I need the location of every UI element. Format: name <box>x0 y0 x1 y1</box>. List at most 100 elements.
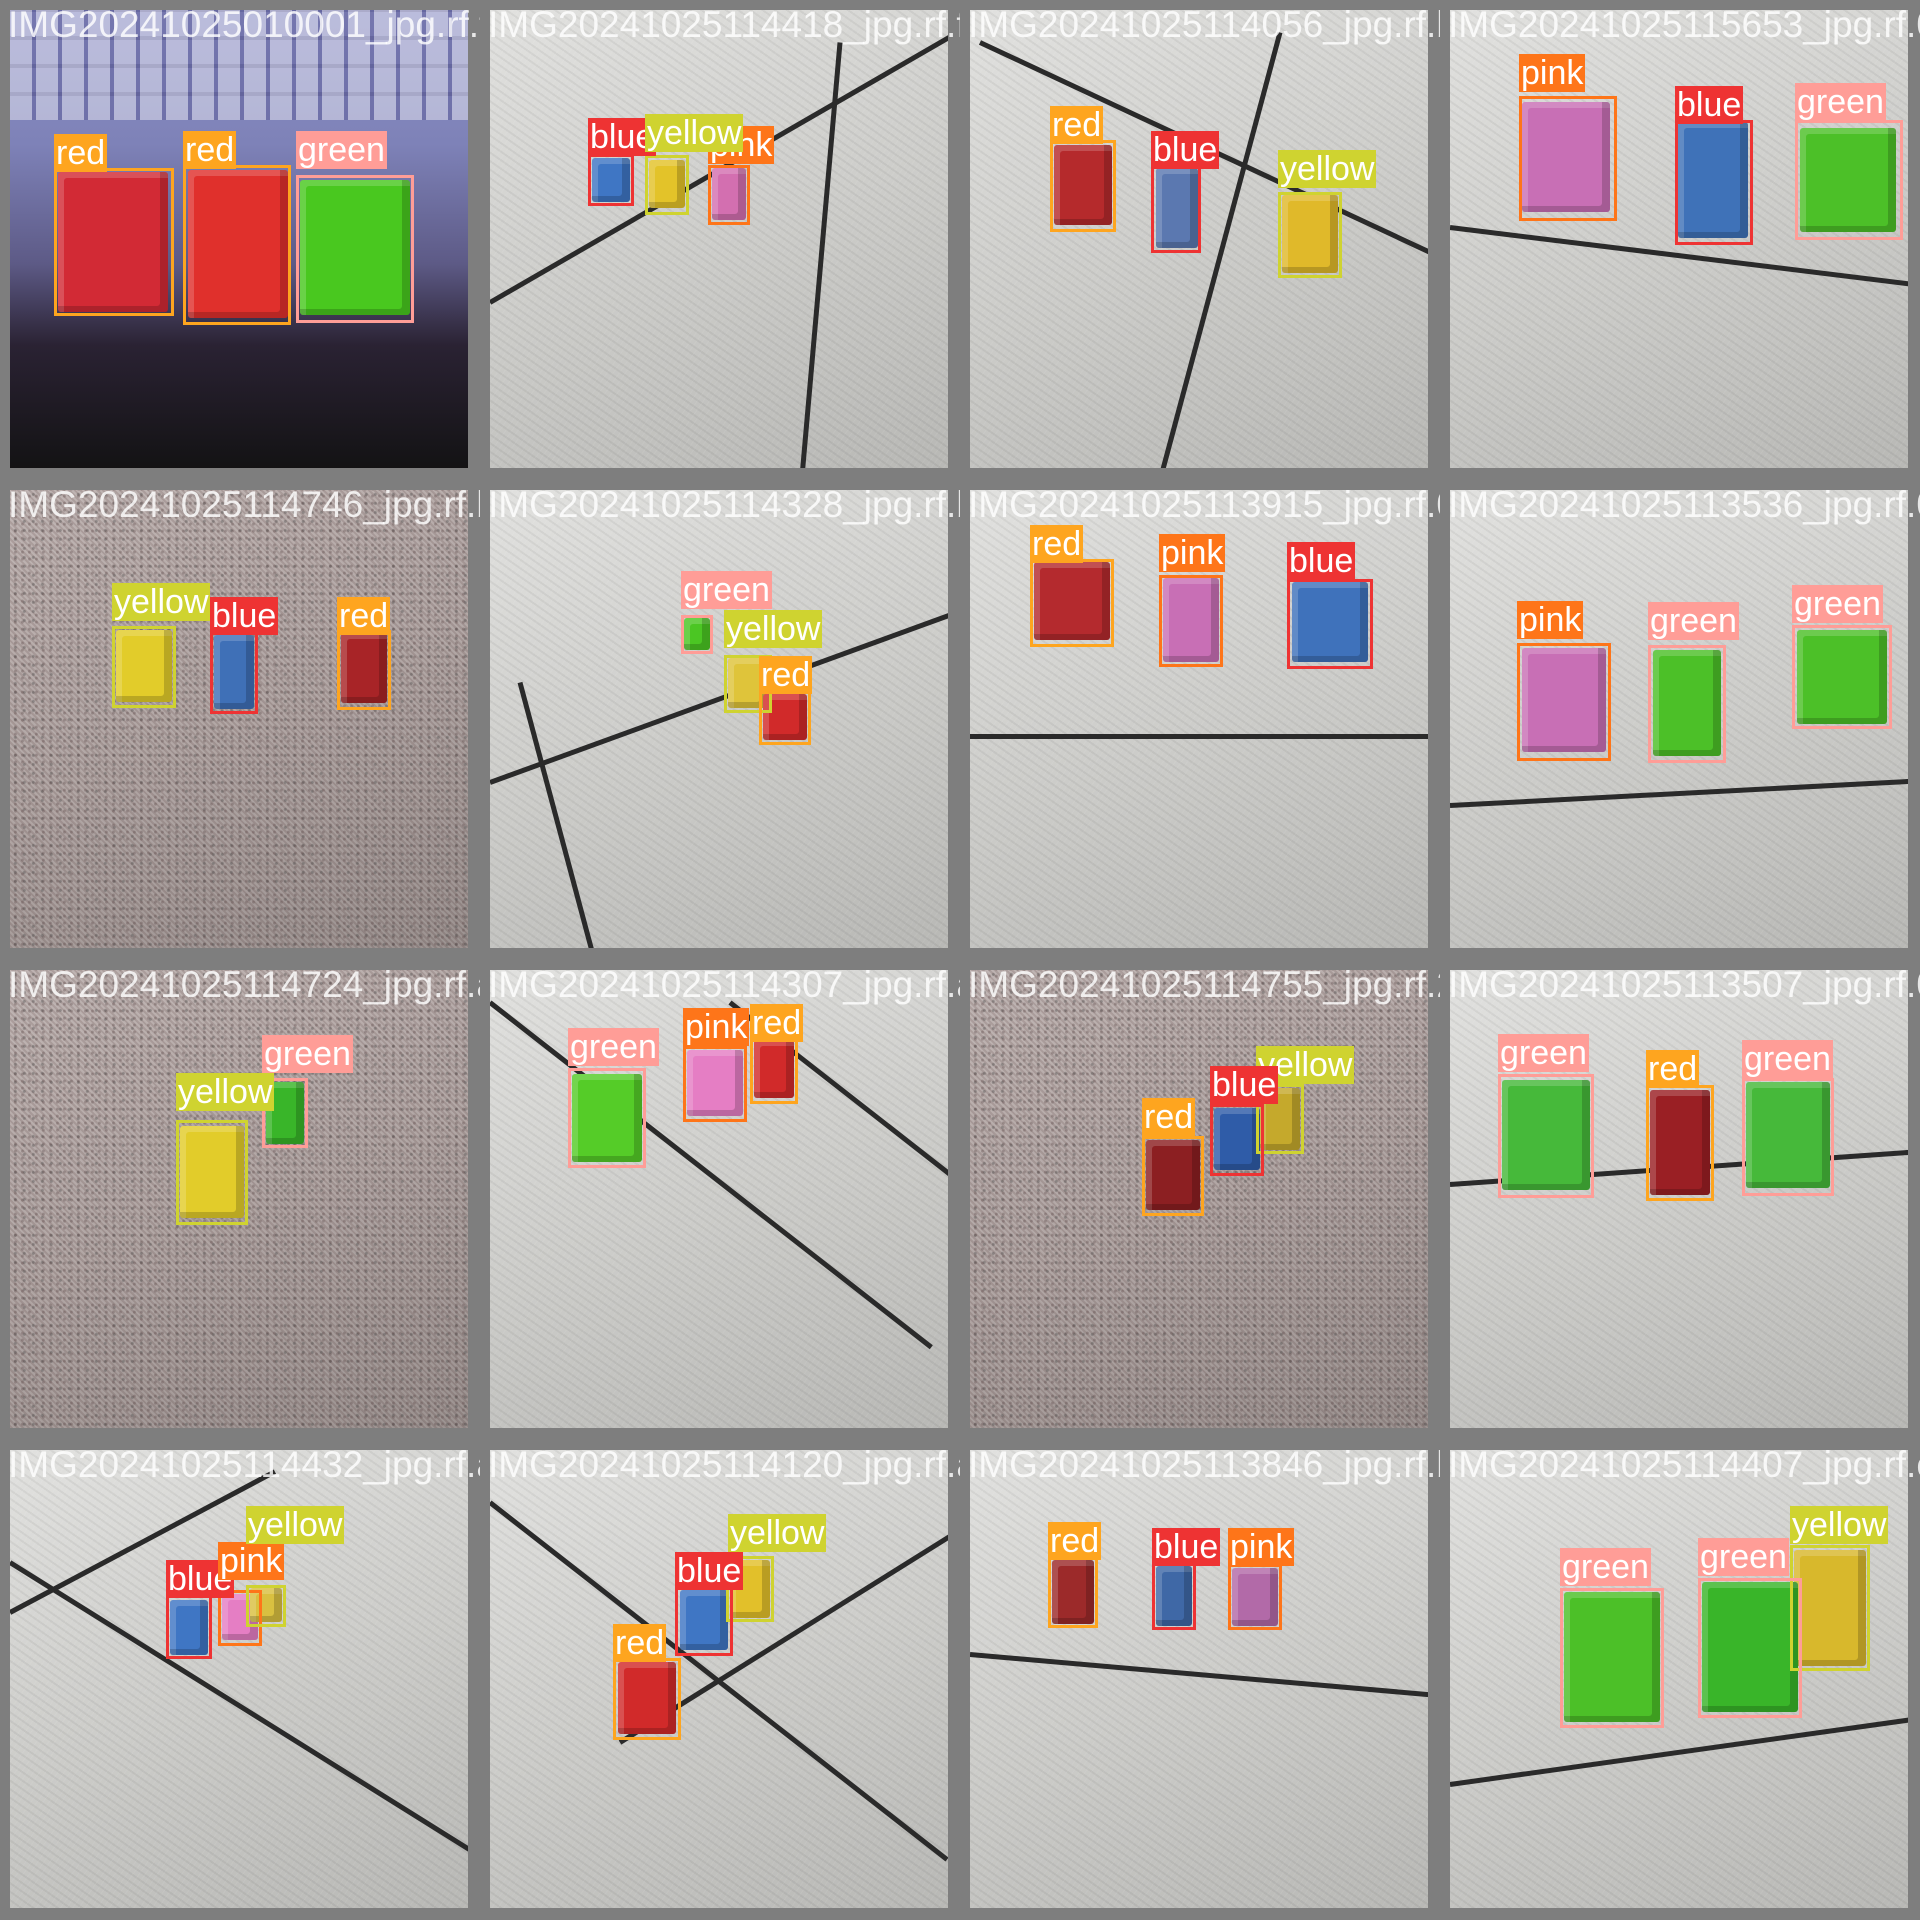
bbox-label: blue <box>1210 1066 1279 1104</box>
cube-blue <box>214 635 254 709</box>
image-filename: IMG20241025114056_jpg.rf.b5c4023e4c2a1d0 <box>968 4 1440 45</box>
bbox-label: blue <box>1675 86 1744 124</box>
image-filename: IMG20241025113507_jpg.rf.07e2081a0c5f4c3 <box>1448 964 1920 1005</box>
bbox <box>210 630 258 714</box>
image-filename: IMG20241025010001_jpg.rf.f09f5d702f39250 <box>8 4 480 45</box>
bbox <box>1210 1104 1264 1176</box>
mosaic-tile: blue pink yellow IMG20241025114418_jpg.r… <box>480 0 960 480</box>
mosaic-tile: red blue yellow IMG20241025114056_jpg.rf… <box>960 0 1440 480</box>
bbox-label: blue <box>210 597 279 635</box>
bbox <box>568 1068 646 1168</box>
bbox <box>1675 120 1753 245</box>
bbox-label: green <box>1792 585 1883 623</box>
bbox <box>759 690 811 745</box>
image-filename: IMG20241025115653_jpg.rf.04902819d5d36 <box>1448 4 1920 45</box>
mosaic-tile: blue pink yellow IMG20241025114432_jpg.r… <box>0 1440 480 1920</box>
image-filename: IMG20241025114746_jpg.rf.b5c4023e4c2a1d0 <box>8 484 480 525</box>
bbox <box>183 165 291 325</box>
bbox-label: blue <box>675 1552 744 1590</box>
bbox <box>645 155 689 215</box>
bbox <box>112 626 176 708</box>
cube-yellow <box>1282 195 1338 273</box>
image-filename: IMG20241025114432_jpg.rf.a26192d1b2c5e1f <box>8 1444 480 1485</box>
photo-background <box>960 1440 1440 1920</box>
bbox-label: green <box>1648 602 1739 640</box>
bbox <box>683 1046 747 1122</box>
bbox <box>1048 1556 1098 1628</box>
image-filename: IMG20241025114328_jpg.rf.b56e29d5f82a12d <box>488 484 960 525</box>
cube-pink <box>1522 102 1610 212</box>
bbox <box>262 1078 308 1148</box>
bbox <box>1278 192 1342 278</box>
cube-pink <box>712 168 746 220</box>
cube-green <box>684 618 710 650</box>
photo-background <box>0 1440 480 1920</box>
bbox-label: red <box>54 134 108 172</box>
bbox <box>337 630 391 710</box>
cube-red <box>1650 1090 1710 1195</box>
bbox-label: green <box>1795 83 1886 121</box>
bbox-label: yellow <box>724 610 823 648</box>
bbox-label: green <box>262 1035 353 1073</box>
bbox-label: red <box>1646 1050 1700 1088</box>
image-filename: IMG20241025114724_jpg.rf.a0e692f437c5210… <box>8 964 480 1005</box>
mosaic-tile: red red green IMG20241025010001_jpg.rf.f… <box>0 0 480 480</box>
bbox-label: yellow <box>112 583 211 621</box>
bbox-label: red <box>613 1624 667 1662</box>
bbox-label: green <box>296 131 387 169</box>
mosaic-tile: green yellow IMG20241025114724_jpg.rf.a0… <box>0 960 480 1440</box>
mosaic-tile: red blue pink IMG20241025113846_jpg.rf.b… <box>960 1440 1440 1920</box>
bbox <box>708 165 750 225</box>
cube-yellow <box>1794 1550 1866 1666</box>
cube-green <box>1797 630 1887 724</box>
cube-blue <box>170 1600 208 1655</box>
image-filename: IMG20241025113536_jpg.rf.0c60261d8e4a326 <box>1448 484 1920 525</box>
mosaic-tile: pink green green IMG20241025113536_jpg.r… <box>1440 480 1920 960</box>
cube-green <box>1502 1080 1590 1190</box>
image-filename: IMG20241025114407_jpg.rf.c75288d9255f6 <box>1448 1444 1920 1485</box>
bbox <box>681 615 713 654</box>
bbox-label: pink <box>1228 1528 1295 1566</box>
bbox <box>1698 1578 1802 1718</box>
keyboard-image <box>10 10 470 120</box>
bbox <box>1256 1084 1304 1154</box>
mosaic-tile: pink blue green IMG20241025115653_jpg.rf… <box>1440 0 1920 480</box>
bbox <box>1159 575 1223 667</box>
bbox-label: green <box>568 1028 659 1066</box>
mosaic-tile: green red green IMG20241025113507_jpg.rf… <box>1440 960 1920 1440</box>
cube-red <box>618 1662 676 1734</box>
bbox <box>1152 1562 1196 1630</box>
cube-green <box>1800 128 1896 232</box>
mosaic-tile: red pink blue IMG20241025113915_jpg.rf.0… <box>960 480 1440 960</box>
mosaic-tile: yellow blue red IMG20241025114755_jpg.rf… <box>960 960 1440 1440</box>
cube-green <box>1746 1082 1830 1188</box>
bbox-label: pink <box>683 1008 750 1046</box>
image-filename: IMG20241025114755_jpg.rf.25a2e7a0ca5777e <box>968 964 1440 1005</box>
bbox <box>1560 1588 1664 1728</box>
bbox-label: pink <box>1159 534 1226 572</box>
bbox-label: red <box>1030 525 1084 563</box>
bbox-label: yellow <box>645 114 744 152</box>
cube-red <box>754 1040 794 1098</box>
bbox <box>588 154 634 206</box>
cube-blue <box>1214 1108 1260 1170</box>
image-filename: IMG20241025113846_jpg.rf.b07b2624a25721 <box>968 1444 1440 1485</box>
cube-blue <box>1156 168 1198 248</box>
bbox <box>176 1120 248 1225</box>
cube-red <box>341 633 387 703</box>
bbox <box>613 1658 681 1740</box>
photo-background <box>0 480 480 960</box>
cube-red <box>188 170 288 318</box>
image-filename: IMG20241025114120_jpg.rf.a26192d1b2c5e1f <box>488 1444 960 1485</box>
bbox-label: pink <box>218 1542 285 1580</box>
cube-green <box>1653 650 1721 756</box>
bbox-label: pink <box>1517 601 1584 639</box>
cube-green <box>1702 1582 1798 1712</box>
bbox-label: green <box>1742 1040 1833 1078</box>
bbox <box>1648 645 1726 763</box>
bbox <box>1795 120 1903 240</box>
mosaic-tile: yellow green green IMG20241025114407_jpg… <box>1440 1440 1920 1920</box>
image-filename: IMG20241025113915_jpg.rf.0a09021e1bc21e1 <box>968 484 1440 525</box>
cube-blue <box>1292 582 1368 662</box>
photo-background <box>480 480 960 960</box>
